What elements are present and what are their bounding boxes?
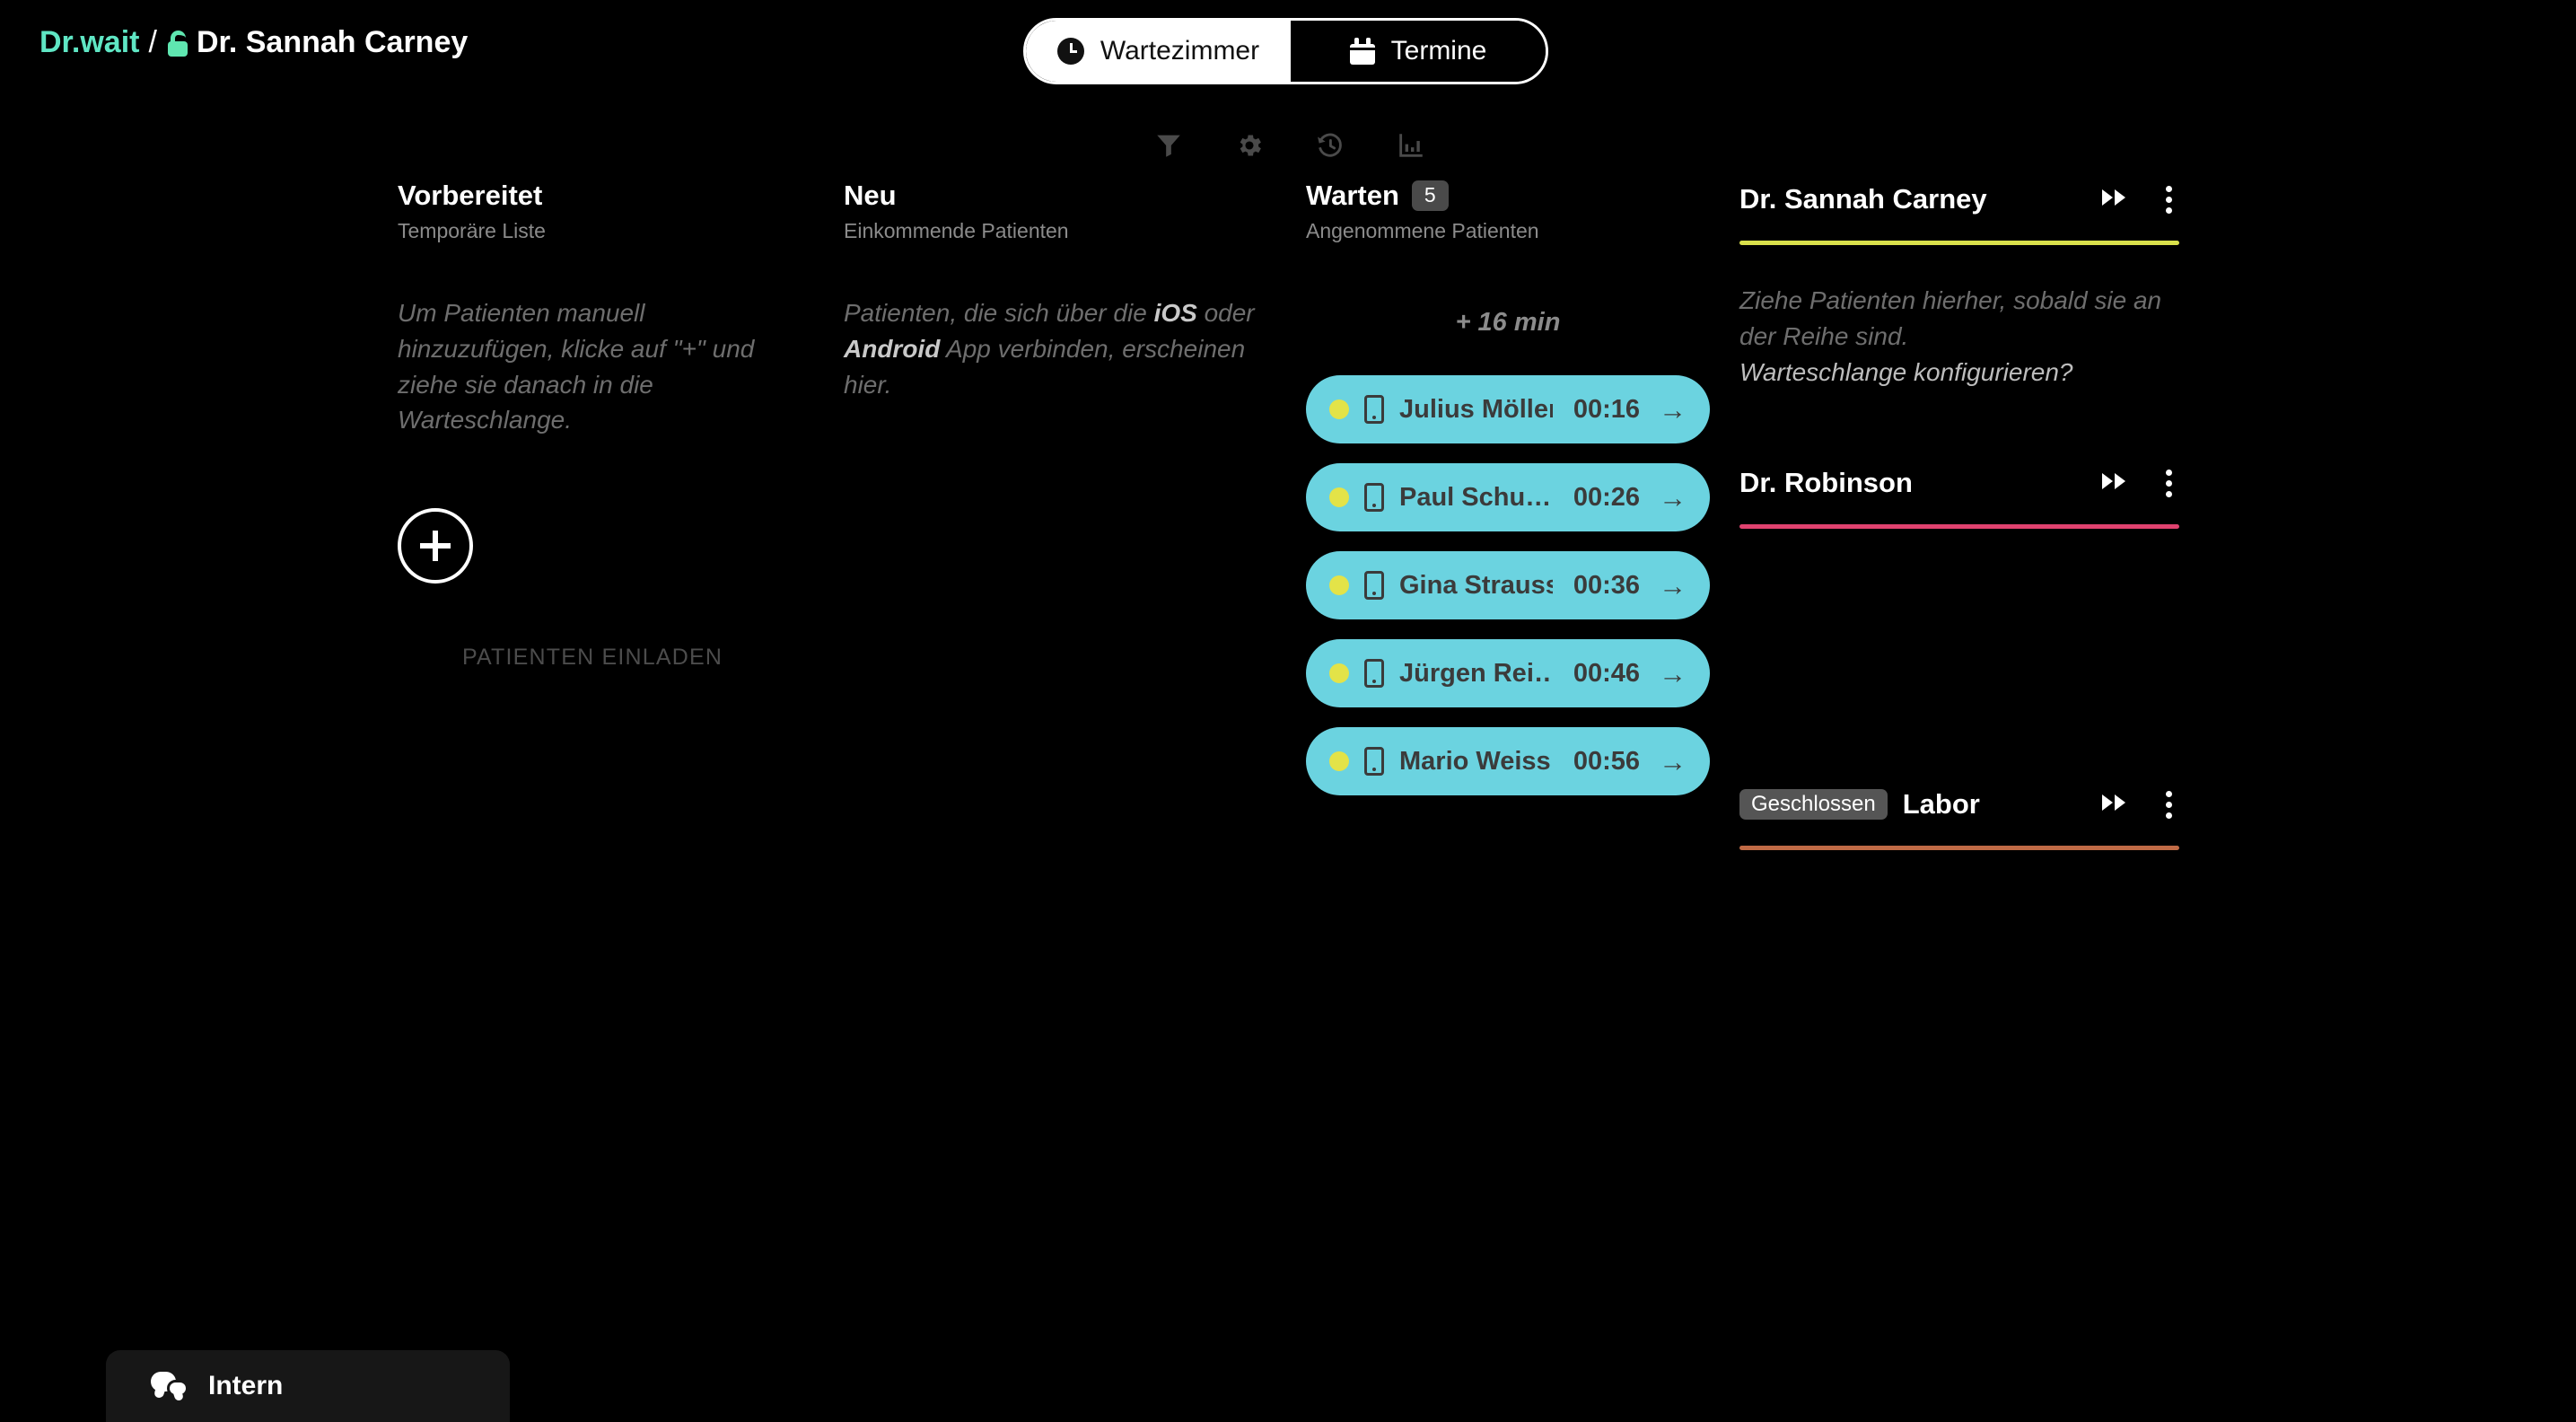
status-dot <box>1329 751 1349 771</box>
queue-labor: Geschlossen Labor <box>1739 785 2179 851</box>
queue-color-rule <box>1739 846 2179 851</box>
arrow-right-icon[interactable]: → <box>1659 745 1687 777</box>
calendar-icon <box>1349 38 1375 65</box>
fast-forward-icon[interactable] <box>2101 792 2128 818</box>
add-patient-button[interactable] <box>398 508 473 584</box>
column-waiting-title: Warten 5 <box>1306 180 1710 212</box>
status-dot <box>1329 399 1349 419</box>
queue-title: Labor <box>1902 788 1980 821</box>
fast-forward-icon[interactable] <box>2101 187 2128 213</box>
queue-title: Dr. Robinson <box>1739 467 1913 499</box>
patient-name: Paul Schu… <box>1399 482 1552 512</box>
queue-actions <box>2101 466 2179 501</box>
history-icon[interactable] <box>1310 126 1350 165</box>
hint-text-part3: App verbinden, erscheinen hier. <box>844 334 1246 399</box>
patient-name: Mario Weiss <box>1399 746 1551 776</box>
column-new-subtitle: Einkommende Patienten <box>844 219 1069 242</box>
chat-bubbles-icon <box>151 1372 188 1400</box>
fast-forward-icon[interactable] <box>2101 470 2128 496</box>
queue-dr-robinson: Dr. Robinson <box>1739 463 2179 530</box>
phone-icon <box>1364 571 1384 600</box>
hint-text-part2: oder <box>1196 299 1255 327</box>
patient-card[interactable]: Paul Schu… 00:26 → <box>1306 463 1710 531</box>
phone-icon <box>1364 395 1384 424</box>
patient-card[interactable]: Jürgen Rei… 00:46 → <box>1306 639 1710 707</box>
patient-wait-time: 00:36 <box>1573 570 1640 600</box>
hint-android: Android <box>844 334 941 363</box>
patient-card[interactable]: Mario Weiss 00:56 → <box>1306 727 1710 795</box>
clock-icon <box>1056 38 1084 65</box>
queue-actions <box>2101 182 2179 217</box>
queue-menu-icon[interactable] <box>2159 466 2179 501</box>
column-prepared: Vorbereitet Temporäre Liste Um Patienten… <box>398 180 784 671</box>
view-toggle: Wartezimmer Termine <box>1023 18 1548 84</box>
tab-termine-label: Termine <box>1390 36 1487 66</box>
column-waiting-title-label: Warten <box>1306 180 1399 211</box>
column-prepared-hint: Um Patienten manuell hinzuzufügen, klick… <box>398 299 755 434</box>
configure-queue-link[interactable]: Warteschlange konfigurieren? <box>1739 357 2073 386</box>
queue-color-rule <box>1739 524 2179 530</box>
brand-logo[interactable]: Dr.wait <box>39 25 140 59</box>
patient-wait-time: 00:26 <box>1573 482 1640 512</box>
breadcrumb: Dr.wait / Dr. Sannah Carney <box>39 25 468 60</box>
queue-header: Dr. Sannah Carney <box>1739 180 2179 219</box>
queue-menu-icon[interactable] <box>2159 182 2179 217</box>
patient-wait-time: 00:56 <box>1573 746 1640 776</box>
waiting-count-badge: 5 <box>1411 180 1449 211</box>
arrow-right-icon[interactable]: → <box>1659 481 1687 514</box>
toolbar <box>1149 126 1431 165</box>
queue-dr-sannah-carney: Dr. Sannah Carney Ziehe Patienten hierhe… <box>1739 180 2179 390</box>
top-bar: Dr.wait / Dr. Sannah Carney Wartezimmer … <box>0 0 2576 157</box>
queue-hint: Ziehe Patienten hierher, sobald sie an d… <box>1739 283 2179 390</box>
breadcrumb-separator: / <box>148 25 157 59</box>
arrow-right-icon[interactable]: → <box>1659 569 1687 601</box>
queue-status-badge: Geschlossen <box>1739 789 1888 821</box>
arrow-right-icon[interactable]: → <box>1659 393 1687 426</box>
queue-actions <box>2101 787 2179 822</box>
patient-name: Jürgen Rei… <box>1399 658 1553 688</box>
tab-wartezimmer[interactable]: Wartezimmer <box>1026 21 1291 82</box>
queue-title: Dr. Sannah Carney <box>1739 183 1987 215</box>
column-new: Neu Einkommende Patienten Patienten, die… <box>844 180 1266 402</box>
column-queues: Dr. Sannah Carney Ziehe Patienten hierhe… <box>1739 180 2179 851</box>
tab-termine[interactable]: Termine <box>1291 21 1546 82</box>
invite-patients-button[interactable]: PATIENTEN EINLADEN <box>462 645 723 670</box>
gear-icon[interactable] <box>1230 126 1269 165</box>
queue-header: Dr. Robinson <box>1739 463 2179 503</box>
internal-chat-tab[interactable]: Intern <box>106 1350 510 1422</box>
status-dot <box>1329 487 1349 507</box>
column-prepared-title: Vorbereitet <box>398 180 543 211</box>
column-prepared-subtitle: Temporäre Liste <box>398 219 546 242</box>
phone-icon <box>1364 483 1384 512</box>
hint-text-part1: Patienten, die sich über die <box>844 299 1154 327</box>
patient-card[interactable]: Julius Möller 00:16 → <box>1306 375 1710 443</box>
queue-menu-icon[interactable] <box>2159 787 2179 822</box>
patient-name: Gina Strauss <box>1399 570 1553 600</box>
patient-wait-time: 00:16 <box>1573 394 1640 424</box>
phone-icon <box>1364 747 1384 776</box>
column-waiting: Warten 5 Angenommene Patienten + 16 min … <box>1306 180 1710 795</box>
estimated-wait-time: + 16 min <box>1455 308 1561 337</box>
column-new-title: Neu <box>844 180 897 211</box>
queue-hint-line1: Ziehe Patienten hierher, sobald sie an d… <box>1739 286 2162 350</box>
current-doctor-name: Dr. Sannah Carney <box>196 25 469 59</box>
status-dot <box>1329 575 1349 595</box>
column-new-hint: Patienten, die sich über die iOS oder An… <box>844 295 1266 402</box>
column-waiting-subtitle: Angenommene Patienten <box>1306 219 1539 242</box>
patient-list: Julius Möller 00:16 → Paul Schu… 00:26 →… <box>1306 375 1710 795</box>
filter-icon[interactable] <box>1149 126 1188 165</box>
hint-ios: iOS <box>1153 299 1197 327</box>
patient-card[interactable]: Gina Strauss 00:36 → <box>1306 551 1710 619</box>
open-lock-icon <box>166 30 189 57</box>
tab-wartezimmer-label: Wartezimmer <box>1100 36 1260 66</box>
stats-icon[interactable] <box>1391 126 1431 165</box>
queue-color-rule <box>1739 241 2179 245</box>
arrow-right-icon[interactable]: → <box>1659 657 1687 689</box>
status-dot <box>1329 663 1349 683</box>
patient-wait-time: 00:46 <box>1573 658 1640 688</box>
queue-header: Geschlossen Labor <box>1739 785 2179 824</box>
patient-name: Julius Möller <box>1399 394 1553 424</box>
internal-chat-label: Intern <box>208 1371 284 1400</box>
phone-icon <box>1364 659 1384 688</box>
